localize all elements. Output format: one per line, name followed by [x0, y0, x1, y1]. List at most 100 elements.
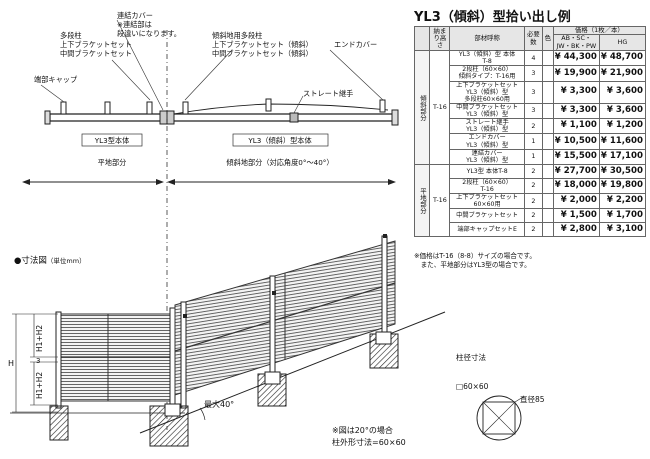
price-col2: ¥ 1,700: [598, 208, 647, 224]
part-name: 中間ブラケットセット: [449, 208, 525, 224]
label-renketsu-cover: 連結カバー: [117, 11, 153, 20]
part-name-line: 上下ブラケットセット: [456, 81, 519, 89]
pillar-size: □60×60: [456, 382, 489, 391]
dim-h1h2-bottom: H1+H2: [35, 372, 44, 399]
label-yl3-body: YL3型本体: [94, 136, 130, 145]
price-col2: ¥ 11,600: [598, 133, 647, 150]
part-qty: 1: [523, 133, 543, 150]
price-col2: ¥ 3,600: [598, 102, 647, 120]
label-chukan-bracket: 中間ブラケットセット: [60, 49, 132, 58]
part-name: 端部キャップセットE: [449, 222, 525, 238]
part-name-line: 多段柱60×60用: [464, 95, 510, 103]
price-col2: ¥ 1,200: [598, 118, 647, 135]
price-col2: ¥ 21,900: [598, 65, 647, 82]
th-part: 部材呼称: [449, 25, 525, 52]
part-name-line: YL3（傾斜）型: [466, 88, 509, 96]
label-heichi: 平地部分: [98, 158, 127, 167]
price-col1: ¥ 15,500: [552, 148, 600, 165]
price-col2: ¥ 19,800: [598, 177, 647, 195]
price-col1: ¥ 18,000: [552, 177, 600, 195]
th-group: [413, 25, 431, 52]
label-yl3-keisha-body: YL3（傾斜）型本体: [247, 136, 311, 145]
part-qty: 2: [523, 222, 543, 238]
label-renketsu-note2: 段違いになります。: [117, 29, 181, 38]
dim-h1h2-top: H1+H2: [35, 325, 44, 352]
price-col1: ¥ 10,500: [552, 133, 600, 150]
label-keisha-jouge: 上下ブラケットセット（傾斜）: [212, 40, 313, 49]
group-label: 平地部分: [413, 163, 431, 238]
th-price: 価格（1枚／本）: [552, 25, 647, 36]
part-name-line: 傾斜タイプ：T-16用: [458, 73, 516, 81]
part-name-line: 60×60用: [473, 201, 501, 209]
label-end-cover: エンドカバー: [334, 40, 377, 49]
label-keisha-pillar: 傾斜地用多段柱: [212, 31, 262, 40]
part-name-line: エンドカバー: [468, 134, 506, 142]
dim-h: H: [8, 359, 14, 368]
part-name-line: YL3（傾斜）型: [466, 111, 509, 119]
part-name-line: YL3（傾斜）型 本体: [458, 51, 516, 59]
part-qty: 2: [523, 118, 543, 135]
price-col1: ¥ 3,300: [552, 102, 600, 120]
part-name-line: T-8: [482, 58, 492, 66]
part-color: [541, 177, 554, 195]
part-name-line: YL3（傾斜）型: [466, 126, 509, 134]
part-qty: 2: [523, 193, 543, 210]
part-name-line: 連結カバー: [471, 149, 503, 157]
label-straight-joint: ストレート継手: [303, 89, 353, 98]
part-color: [541, 163, 554, 179]
part-qty: 3: [523, 65, 543, 82]
part-name: YL3型 本体T-8: [449, 163, 525, 179]
bottom-note-2: 柱外形寸法=60×60: [332, 438, 406, 447]
part-color: [541, 50, 554, 67]
part-qty: 1: [523, 148, 543, 165]
part-qty: 3: [523, 80, 543, 104]
th-price-col1: AB・SC・JW・BK・PW: [552, 34, 600, 52]
dim-three: 3: [36, 357, 40, 365]
dimension-title-text: ●寸法図: [14, 256, 47, 266]
table-title: YL3（傾斜）型拾い出し例: [414, 10, 571, 25]
part-name-line: T-16: [480, 186, 494, 194]
part-qty: 4: [523, 50, 543, 67]
th-price-col2: HG: [598, 34, 647, 52]
part-color: [541, 118, 554, 135]
part-color: [541, 148, 554, 165]
price-col2: ¥ 3,600: [598, 80, 647, 104]
th-qty: 必要数: [523, 25, 543, 52]
table-note-2: また、平地部分はYL3型の場合です。: [414, 261, 531, 269]
part-color: [541, 133, 554, 150]
part-name-line: 2段柱（60×60）: [462, 178, 512, 186]
table-row: 2段柱（60×60）傾斜タイプ：T-16用 3 ¥ 19,900¥ 21,900: [415, 65, 647, 82]
part-name-line: 2段柱（60×60）: [462, 66, 512, 74]
price-col1: ¥ 44,300: [552, 50, 600, 67]
price-col1: ¥ 19,900: [552, 65, 600, 82]
group-label: 傾斜部分: [413, 50, 431, 165]
top-labels: 連結カバー ※連結部は 段違いになります。 多段柱 上下ブラケットセット 中間ブ…: [34, 11, 377, 167]
price-col1: ¥ 1,500: [552, 208, 600, 224]
label-renketsu-note1: ※連結部は: [117, 20, 152, 29]
part-name-line: 上下ブラケットセット: [456, 194, 519, 202]
group-height: T-16: [429, 163, 451, 238]
part-color: [541, 102, 554, 120]
dim-max-angle: 最大40°: [204, 399, 234, 409]
part-name-line: ストレート継手: [465, 119, 509, 127]
pillar-cross-section: 直径85: [476, 394, 545, 441]
price-col1: ¥ 2,800: [552, 222, 600, 238]
part-color: [541, 65, 554, 82]
part-name-line: 端部キャップセットE: [457, 226, 517, 234]
dimension-title: ●寸法図（単位mm）: [14, 254, 86, 266]
part-name: 2段柱（60×60）T-16: [449, 177, 525, 195]
